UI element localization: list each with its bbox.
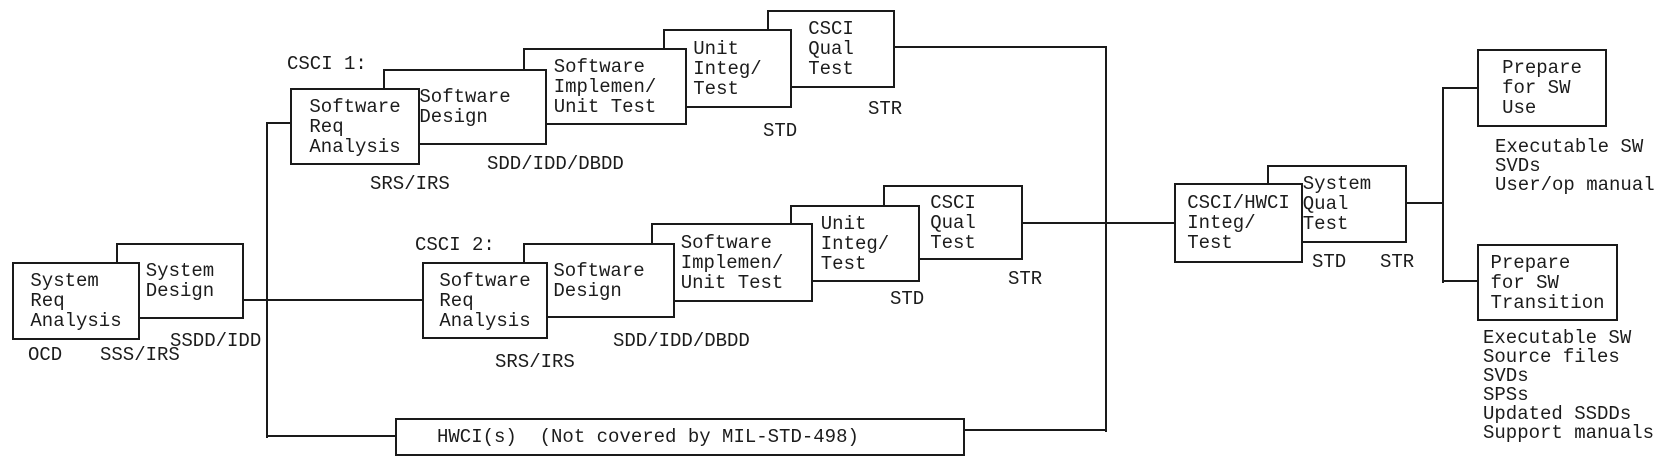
list-item: SPSs: [1483, 384, 1529, 406]
label-std-system: STD: [1312, 251, 1347, 273]
list-item: Executable SW: [1495, 136, 1644, 158]
box-csci1-software-implementation-unit-test: Software Implemen/ Unit Test: [523, 48, 687, 125]
label-str-system: STR: [1380, 251, 1415, 273]
list-sw-use-products: Executable SW SVDs User/op manual: [1495, 138, 1655, 195]
list-item: SVDs: [1483, 365, 1529, 387]
connector-output-split-vertical: [1442, 87, 1444, 283]
connector-csci2-qual-to-integ: [1021, 222, 1176, 224]
label-sss-irs: SSS/IRS: [100, 344, 180, 366]
connector-left-branch-vertical: [266, 122, 268, 438]
label-ssdd-idd: SSDD/IDD: [170, 330, 262, 352]
box-csci-hwci-integ-test: CSCI/HWCI Integ/ Test: [1174, 183, 1303, 263]
connector-right-collector-vertical: [1105, 46, 1107, 432]
label-str-csci1: STR: [868, 98, 903, 120]
connector-into-hwci: [266, 435, 397, 437]
label-sdd-idd-dbdd-csci1: SDD/IDD/DBDD: [487, 153, 624, 175]
label-ocd: OCD: [28, 344, 63, 366]
connector-into-csci1-req: [266, 122, 292, 124]
list-item: SVDs: [1495, 155, 1541, 177]
list-sw-transition-products: Executable SW Source files SVDs SPSs Upd…: [1483, 329, 1654, 443]
connector-into-prepare-transition: [1442, 280, 1479, 282]
box-csci2-software-design: Software Design: [523, 243, 675, 318]
label-srs-irs-csci1: SRS/IRS: [370, 173, 450, 195]
box-system-req-analysis: System Req Analysis: [12, 262, 140, 340]
label-srs-irs-csci2: SRS/IRS: [495, 351, 575, 373]
label-csci1: CSCI 1:: [287, 53, 367, 75]
box-prepare-for-sw-use: Prepare for SW Use: [1477, 49, 1607, 127]
list-item: User/op manual: [1495, 174, 1655, 196]
connector-csci1-qual-out: [893, 46, 1107, 48]
list-item: Executable SW: [1483, 327, 1632, 349]
box-hwci: HWCI(s) (Not covered by MIL-STD-498): [395, 418, 965, 456]
list-item: Support manuals: [1483, 422, 1655, 444]
box-prepare-for-sw-transition: Prepare for SW Transition: [1477, 244, 1618, 321]
label-std-csci2: STD: [890, 288, 925, 310]
label-std-csci1: STD: [763, 120, 798, 142]
connector-hwci-out: [963, 429, 1107, 431]
list-item: Updated SSDDs: [1483, 403, 1632, 425]
box-csci2-software-implementation-unit-test: Software Implemen/ Unit Test: [651, 223, 813, 302]
connector-system-design-to-csci2: [243, 299, 424, 301]
box-csci2-software-req-analysis: Software Req Analysis: [422, 262, 548, 339]
connector-into-prepare-use: [1442, 87, 1479, 89]
connector-system-qual-out: [1405, 202, 1444, 204]
list-item: Source files: [1483, 346, 1620, 368]
box-csci1-software-req-analysis: Software Req Analysis: [290, 88, 420, 165]
label-csci2: CSCI 2:: [415, 234, 495, 256]
label-sdd-idd-dbdd-csci2: SDD/IDD/DBDD: [613, 330, 750, 352]
label-str-csci2: STR: [1008, 268, 1043, 290]
